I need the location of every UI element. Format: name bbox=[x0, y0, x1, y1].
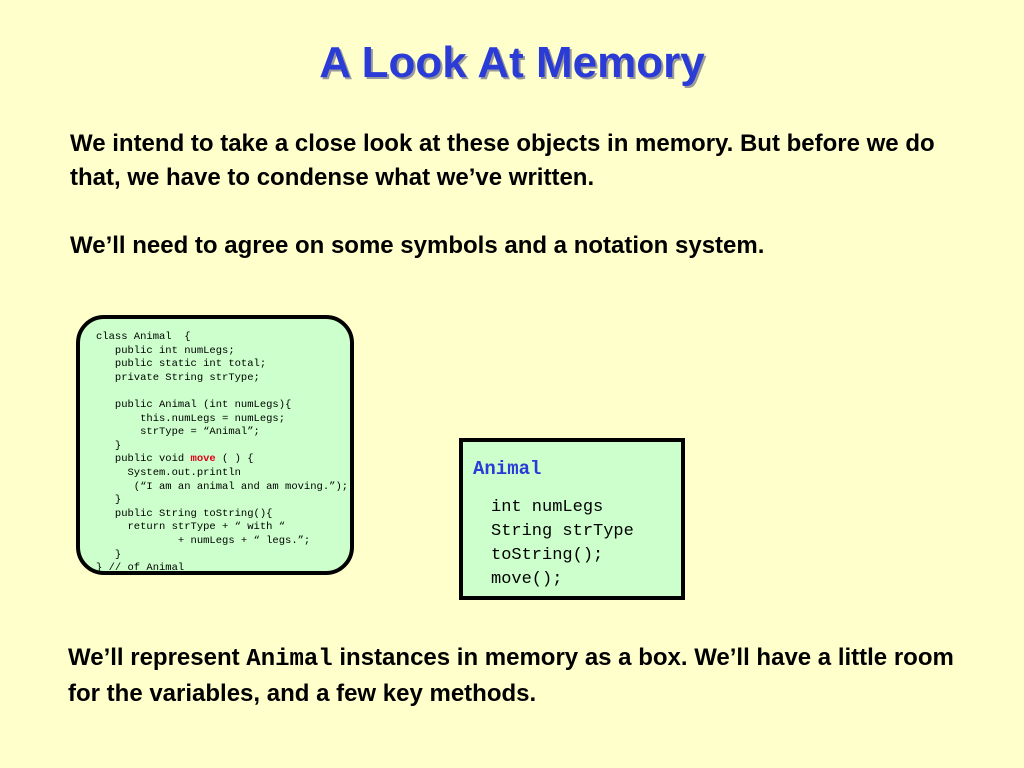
code-fragment: ( ) { bbox=[215, 453, 254, 466]
representation-paragraph: We’ll represent Animal instances in memo… bbox=[68, 641, 968, 711]
code-listing-box: class Animal { public int numLegs; publi… bbox=[76, 315, 354, 575]
code-line: } bbox=[96, 548, 122, 561]
code-line: System.out.println bbox=[96, 466, 241, 479]
code-line: } bbox=[96, 439, 122, 452]
member-list: int numLegs String strType toString(); m… bbox=[491, 496, 634, 592]
code-line: public String toString(){ bbox=[96, 507, 273, 520]
animal-class-box: Animal int numLegs String strType toStri… bbox=[459, 438, 685, 600]
code-line: return strType + “ with “ bbox=[96, 521, 286, 534]
member-item: int numLegs bbox=[491, 498, 604, 517]
intro-paragraph: We intend to take a close look at these … bbox=[70, 130, 935, 191]
notation-paragraph: We’ll need to agree on some symbols and … bbox=[70, 232, 765, 259]
code-line: public void bbox=[96, 453, 191, 466]
code-listing: class Animal { public int numLegs; publi… bbox=[96, 331, 348, 576]
code-line: } bbox=[96, 494, 122, 507]
move-keyword: move bbox=[190, 453, 216, 466]
para3-text-before: We’ll represent bbox=[68, 644, 247, 671]
member-item: move(); bbox=[491, 570, 563, 589]
code-line: private String strType; bbox=[96, 371, 260, 384]
code-line: public Animal (int numLegs){ bbox=[96, 398, 292, 411]
code-line: } // of Animal bbox=[96, 562, 185, 575]
code-line: class Animal { bbox=[96, 331, 191, 343]
class-name: Animal bbox=[473, 458, 542, 480]
para3-text-after: instances in memory as a box. We’ll have… bbox=[68, 644, 954, 707]
code-line: public int numLegs; bbox=[96, 344, 235, 357]
inline-code-animal: Animal bbox=[246, 646, 333, 673]
code-line: + numLegs + “ legs.”; bbox=[96, 534, 311, 547]
code-line: (“I am an animal and am moving.”); bbox=[96, 480, 349, 493]
code-line: strType = “Animal”; bbox=[96, 426, 260, 439]
member-item: String strType bbox=[491, 522, 634, 541]
member-item: toString(); bbox=[491, 546, 604, 565]
code-line: this.numLegs = numLegs; bbox=[96, 412, 286, 425]
slide-title: A Look At Memory bbox=[319, 38, 705, 87]
code-line: public static int total; bbox=[96, 358, 267, 371]
